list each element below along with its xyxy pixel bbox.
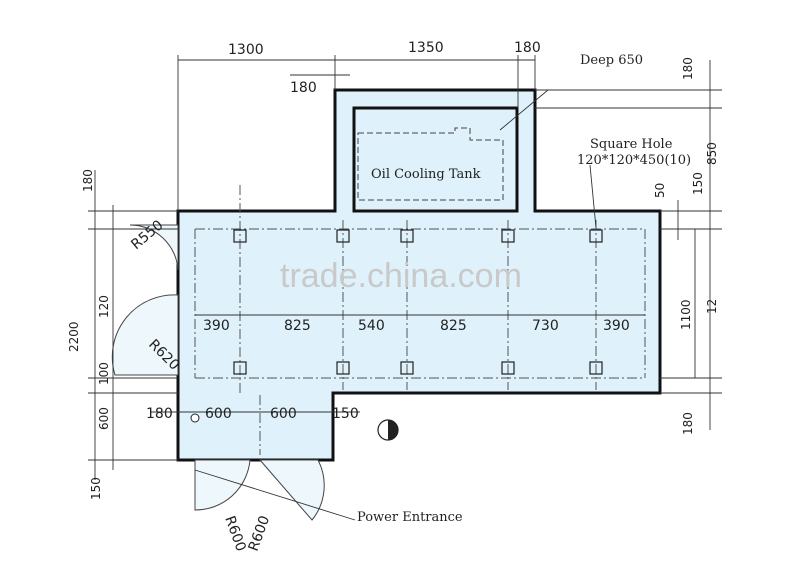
dim-600-a: 600 — [205, 406, 232, 422]
square-hole — [589, 229, 603, 243]
dim-right-180-bottom: 180 — [681, 412, 695, 435]
dim-180-left: 180 — [290, 80, 317, 96]
square-hole-size-label: 120*120*450(10) — [577, 153, 691, 168]
square-hole — [336, 229, 350, 243]
tank-room — [352, 106, 519, 213]
north-marker — [377, 419, 399, 441]
dim-1350: 1350 — [408, 40, 444, 56]
power-entrance-point — [190, 413, 200, 423]
square-hole — [336, 361, 350, 375]
dimension-lines — [88, 55, 722, 521]
row-dim: 730 — [532, 318, 559, 334]
row-dim: 390 — [203, 318, 230, 334]
dim-left-600: 600 — [97, 407, 111, 430]
square-hole — [501, 229, 515, 243]
dim-left-180: 180 — [81, 169, 95, 192]
row-dim: 390 — [603, 318, 630, 334]
square-holes — [233, 229, 603, 375]
dim-left-2200: 2200 — [67, 321, 81, 352]
dim-left-100: 100 — [97, 362, 111, 385]
dim-left-120: 120 — [97, 295, 111, 318]
door-arc-r550 — [129, 224, 179, 271]
door-arc-r620 — [111, 294, 179, 376]
deep-label: Deep 650 — [580, 53, 643, 68]
square-hole — [589, 361, 603, 375]
dim-right-850: 850 — [705, 142, 719, 165]
row-dim: 825 — [440, 318, 467, 334]
dim-right-150: 150 — [691, 172, 705, 195]
square-hole — [501, 361, 515, 375]
dim-600-b: 600 — [270, 406, 297, 422]
square-hole — [233, 361, 247, 375]
square-hole — [233, 229, 247, 243]
square-hole — [400, 229, 414, 243]
dim-180-top: 180 — [514, 40, 541, 56]
square-hole — [400, 361, 414, 375]
oil-tank-outline — [357, 127, 504, 201]
dim-right-180-top: 180 — [681, 57, 695, 80]
radius-r600-b: R600 — [246, 514, 274, 554]
dim-1300: 1300 — [228, 42, 264, 58]
row-dim: 540 — [358, 318, 385, 334]
grid-lines — [194, 185, 646, 455]
oil-tank-label: Oil Cooling Tank — [371, 167, 481, 182]
row-dim: 825 — [284, 318, 311, 334]
radius-r600-a: R600 — [221, 514, 249, 554]
square-hole-label: Square Hole — [590, 137, 673, 152]
dim-150-lower: 150 — [332, 406, 359, 422]
door-arc-left — [194, 459, 251, 511]
power-entrance-label: Power Entrance — [357, 510, 463, 525]
dim-right-50: 50 — [653, 183, 667, 198]
dim-left-150: 150 — [89, 477, 103, 500]
dim-right-12: 12 — [705, 299, 719, 314]
dim-right-1100: 1100 — [679, 299, 693, 330]
dim-180-lower: 180 — [146, 406, 173, 422]
door-arc-right — [258, 459, 325, 521]
watermark: trade.china.com — [280, 257, 522, 295]
